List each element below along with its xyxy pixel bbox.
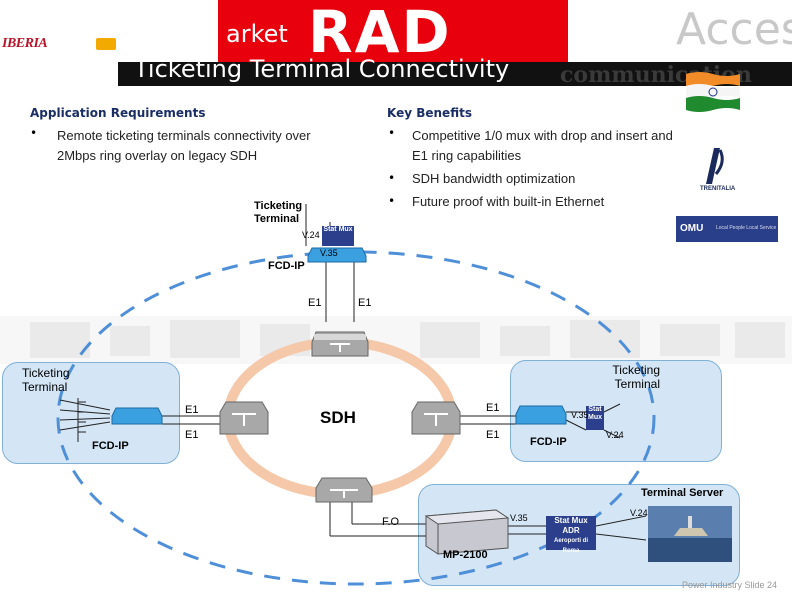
top-e1-a: E1 xyxy=(308,297,322,309)
benefit-item-3: Future proof with built-in Ethernet xyxy=(412,194,605,209)
adm-node-right xyxy=(411,401,461,435)
title-line-1: arket xyxy=(226,20,288,48)
bottom-v24-label: V.24 xyxy=(630,508,648,518)
trenitalia-mark-icon xyxy=(706,148,724,184)
right-fcd-label: FCD-IP xyxy=(530,436,567,448)
adm-node-top xyxy=(311,331,369,357)
access-watermark: Access xyxy=(676,4,792,55)
stat-mux-right: Stat Mux xyxy=(586,406,604,430)
bullet-2: • xyxy=(388,126,396,140)
left-terminal-label: Ticketing Terminal xyxy=(22,366,70,394)
sdh-label: SDH xyxy=(320,408,356,427)
bullet-3: • xyxy=(388,171,396,185)
top-terminal-label: Ticketing Terminal xyxy=(254,200,303,225)
left-fcd-label: FCD-IP xyxy=(92,440,129,452)
page-title: Ticketing Terminal Connectivity xyxy=(134,55,510,83)
slide-footer: Power Industry Slide 24 xyxy=(682,580,778,590)
fcd-ip-right-device xyxy=(515,405,567,425)
fcd-ip-top-device xyxy=(307,247,367,263)
stat-mux-bottom: Stat Mux ADR Aeroporti di Roma xyxy=(546,516,596,554)
top-v24-label: V.24 xyxy=(302,230,320,240)
benefit-item-1: Competitive 1/0 mux with drop and insert… xyxy=(412,128,673,163)
fcd-ip-left-device xyxy=(111,407,163,425)
right-terminal-label: Ticketing Terminal xyxy=(612,363,660,391)
terminal-server-label: Terminal Server xyxy=(641,487,724,499)
right-v24-label: V.24 xyxy=(606,430,624,440)
top-v35-label: V.35 xyxy=(320,248,338,258)
benefits-heading: Key Benefits xyxy=(387,106,472,120)
adm-node-left xyxy=(219,401,269,435)
bullet-1: • xyxy=(30,126,38,140)
top-e1-b: E1 xyxy=(358,297,372,309)
rad-logo: RAD xyxy=(218,0,568,66)
omu-logo: OMU Local People Local Service xyxy=(676,216,778,242)
right-e1-b: E1 xyxy=(486,429,500,441)
top-fcd-label: FCD-IP xyxy=(268,260,305,272)
iberia-logo: IBERIA xyxy=(0,36,120,52)
trenitalia-logo: TRENITALIA xyxy=(700,144,746,198)
requirements-heading: Application Requirements xyxy=(30,106,206,120)
iberia-mark-icon xyxy=(96,38,116,50)
right-v35-label: V.35 xyxy=(571,410,589,420)
mp-2100-device xyxy=(424,509,510,555)
requirement-item: Remote ticketing terminals connectivity … xyxy=(57,128,311,163)
benefit-item-2: SDH bandwidth optimization xyxy=(412,171,576,186)
mp-2100-label: MP-2100 xyxy=(443,549,488,561)
left-e1-b: E1 xyxy=(185,429,199,441)
fo-label: F.O xyxy=(382,516,400,528)
left-e1-a: E1 xyxy=(185,404,199,416)
e1-ring xyxy=(56,250,656,586)
bullet-4: • xyxy=(388,194,396,208)
india-flag-icon xyxy=(686,72,740,112)
bottom-v35-label: V.35 xyxy=(510,513,528,523)
stat-mux-top: Stat Mux xyxy=(322,226,354,246)
header-band xyxy=(118,62,792,86)
terminal-server-photo xyxy=(648,506,732,562)
right-e1-a: E1 xyxy=(486,402,500,414)
adm-node-bottom xyxy=(315,477,373,503)
